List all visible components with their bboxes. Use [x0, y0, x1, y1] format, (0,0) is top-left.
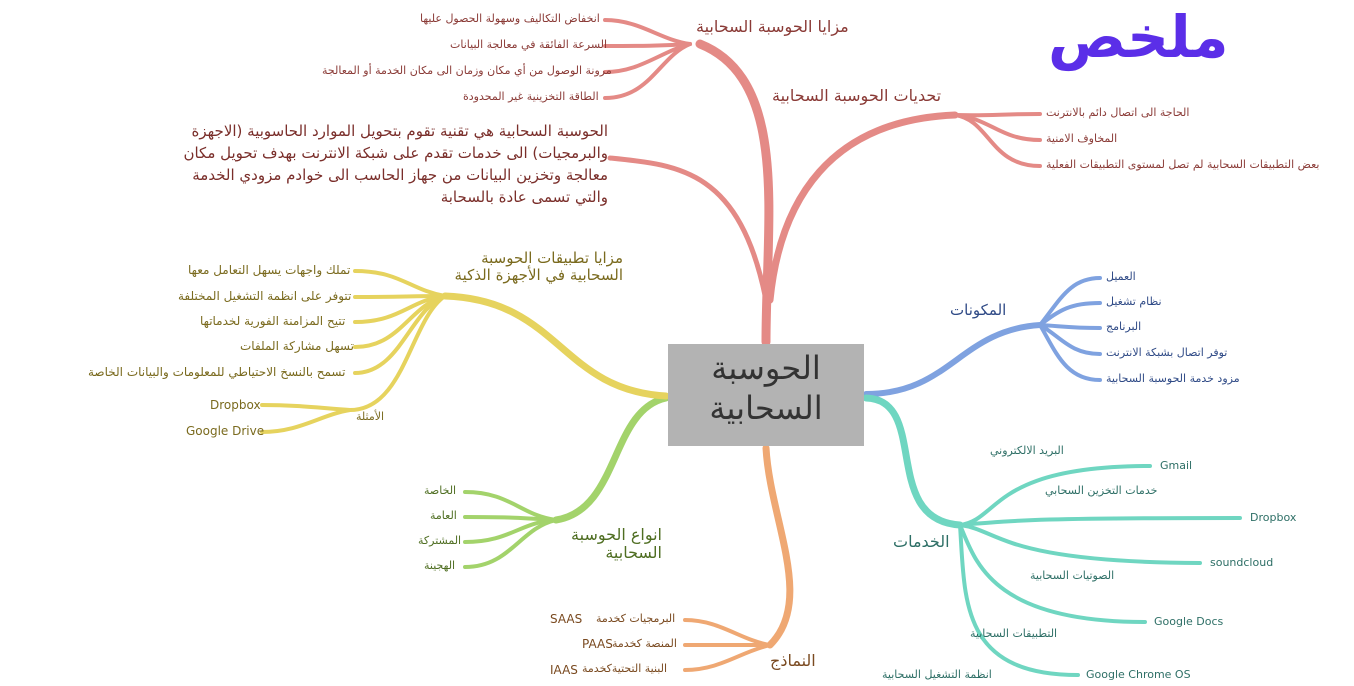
advantage-item: السرعة الفائقة في معالجة البيانات	[450, 38, 608, 51]
smart-item: تتوفر على انظمة التشغيل المختلفة	[178, 289, 352, 303]
service-example: Google Docs	[1154, 615, 1224, 628]
service-example: Google Chrome OS	[1086, 668, 1191, 681]
branch-advantages	[695, 39, 774, 347]
advantages-title: مزايا الحوسبة السحابية	[696, 17, 849, 36]
service-label: التطبيقات السحابية	[970, 627, 1058, 640]
component-item: العميل	[1106, 270, 1136, 283]
type-item: المشتركة	[418, 534, 462, 547]
branch-services	[862, 394, 964, 529]
service-label: انظمة التشغيل السحابية	[882, 668, 992, 681]
component-item: نظام تشغيل	[1106, 295, 1162, 308]
smart-item: تتيح المزامنة الفورية لخدماتها	[200, 314, 346, 328]
advantage-item: انخفاض التكاليف وسهولة الحصول عليها	[420, 12, 600, 25]
component-item: البرنامج	[1106, 320, 1142, 333]
smart-item: تسمح بالنسخ الاحتياطي للمعلومات والبيانا…	[88, 365, 346, 379]
challenge-item: الحاجة الى اتصال دائم بالانترنت	[1046, 106, 1190, 119]
smart-item: تملك واجهات يسهل التعامل معها	[188, 263, 351, 277]
challenge-item: المخاوف الامنية	[1046, 132, 1118, 145]
challenge-item: بعض التطبيقات السحابية لم تصل لمستوى الت…	[1046, 158, 1320, 171]
central-topic: الحوسبة السحابية	[709, 349, 823, 427]
components-title: المكونات	[950, 301, 1007, 319]
type-item: الهجينة	[424, 559, 456, 572]
summary-logo: ملخص	[1048, 3, 1229, 71]
smart-example: Dropbox	[210, 398, 261, 412]
services-title: الخدمات	[893, 532, 950, 551]
branch-intro	[607, 155, 769, 303]
model-abbr: IAAS	[550, 663, 578, 677]
advantage-item: الطاقة التخزينية غير المحدودة	[463, 90, 599, 103]
models-title: النماذج	[770, 651, 816, 670]
central-topic-box	[668, 344, 864, 446]
model-label: البرمجيات كخدمة	[596, 612, 676, 625]
model-label: البنية التحتيةكخدمة	[582, 662, 668, 675]
smart-title: مزايا تطبيقات الحوسبة السحابية في الأجهز…	[454, 249, 623, 285]
service-label: الصوتيات السحابية	[1030, 569, 1115, 582]
model-abbr: SAAS	[550, 612, 583, 626]
type-item: العامة	[430, 509, 457, 522]
component-item: توفر اتصال بشبكة الانترنت	[1106, 346, 1228, 359]
service-example: Gmail	[1160, 459, 1193, 472]
component-item: مزود خدمة الحوسبة السحابية	[1106, 372, 1240, 385]
advantage-item: مرونة الوصول من أي مكان وزمان الى مكان ا…	[322, 64, 612, 77]
service-example: soundcloud	[1210, 556, 1274, 569]
branch-challenges	[766, 111, 959, 304]
smart-item: تسهل مشاركة الملفات	[240, 339, 354, 353]
smart-examples-label: الأمثلة	[356, 410, 385, 423]
model-abbr: PAAS	[582, 637, 613, 651]
challenges-title: تحديات الحوسبة السحابية	[772, 86, 942, 105]
service-label: البريد الالكتروني	[990, 444, 1064, 457]
types-title: انواع الحوسبة السحابية	[571, 525, 662, 563]
branch-models	[762, 444, 794, 649]
branch-smart	[441, 292, 670, 400]
model-label: المنصة كخدمة	[612, 637, 677, 650]
service-label: خدمات التخزين السحابي	[1045, 484, 1158, 497]
branch-components	[863, 322, 1043, 397]
type-item: الخاصة	[424, 484, 457, 497]
branch-types	[552, 394, 670, 524]
smart-example: Google Drive	[186, 424, 265, 438]
intro-definition: الحوسبة السحابية هي تقنية تقوم بتحويل ال…	[183, 122, 608, 206]
service-example: Dropbox	[1250, 511, 1297, 524]
